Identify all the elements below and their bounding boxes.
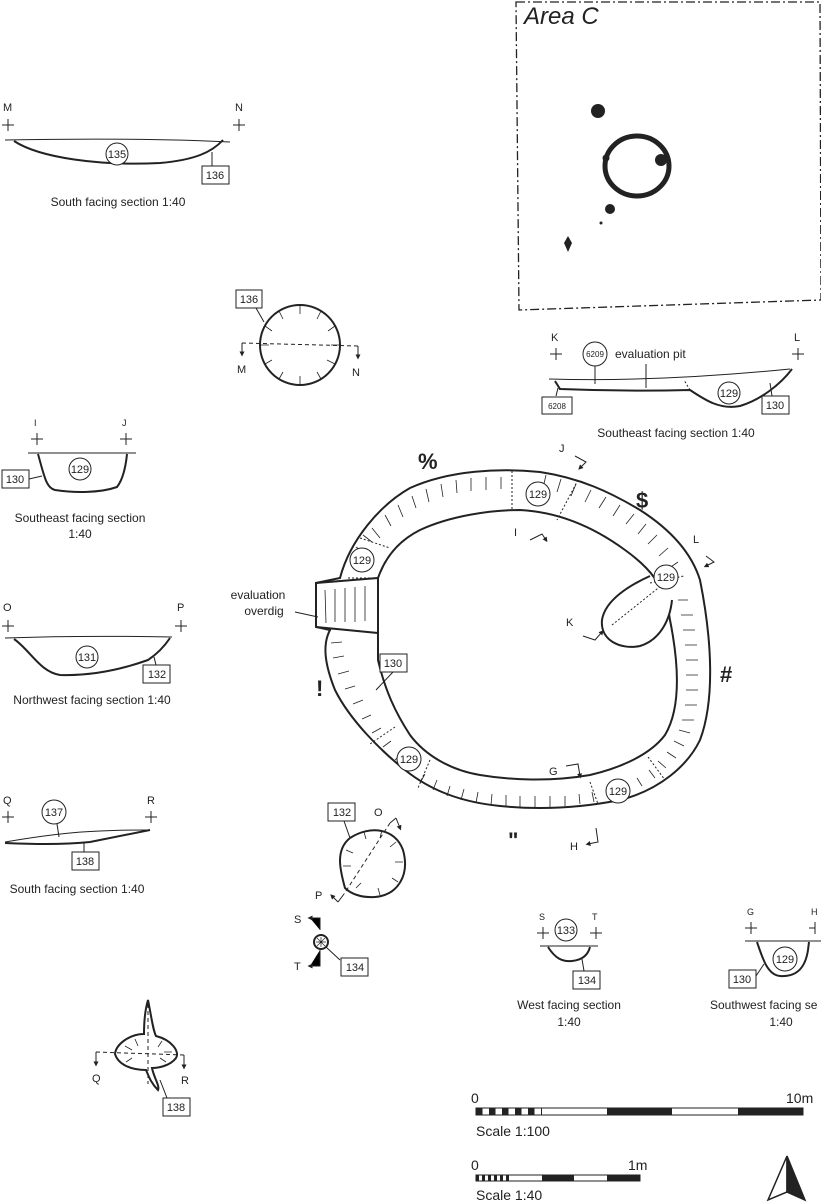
ring-fill-label-1: 129 (529, 489, 547, 501)
pit-136-plan: 136 M N (235, 289, 361, 386)
section-st-caption-2: 1:40 (557, 1015, 581, 1029)
section-qr-right-label: R (147, 795, 155, 807)
section-kl-fill-b-label: 129 (720, 388, 738, 400)
section-ij-cut-label: 130 (6, 474, 24, 486)
section-op-fill-label: 131 (78, 652, 96, 664)
section-ij: I J 129 130 Southeast facing section 1:4… (1, 418, 146, 541)
pit-134-top-label: S (294, 914, 301, 926)
north-arrow-icon (766, 1155, 807, 1202)
section-op-right-label: P (177, 602, 184, 614)
area-c-inset: Area C (515, 1, 821, 311)
section-gh-fill-label: 129 (776, 954, 794, 966)
pit-138-plan: Q R 138 (92, 999, 191, 1117)
section-st: S T 133 134 West facing section 1:40 (517, 912, 621, 1029)
overdig-label-2: overdig (244, 604, 283, 618)
ring-cut-label: 130 (384, 658, 402, 670)
pit-136-cut-label: 136 (240, 294, 258, 306)
section-gh-caption-2: 1:40 (769, 1015, 793, 1029)
section-gh-right-label: H (811, 907, 818, 917)
section-kl-cut-b-label: 130 (766, 400, 784, 412)
section-op-cut-label: 132 (148, 669, 166, 681)
section-kl: K L evaluation pit 6209 6208 129 130 Sou… (541, 332, 804, 440)
pit-134-bottom-label: T (294, 961, 301, 973)
section-st-left-label: S (539, 912, 545, 922)
section-gh-caption-1: Southwest facing se (710, 998, 818, 1012)
section-kl-cut-a-label: 6208 (548, 402, 566, 411)
scale-100-start: 0 (471, 1090, 479, 1106)
ring-fill-label-5: 129 (609, 786, 627, 798)
pit-134-cut-label: 134 (346, 962, 364, 974)
pit-136-left-label: M (237, 364, 246, 376)
section-gh: G H 129 130 Southwest facing se 1:40 (710, 907, 821, 1029)
segment-mark-north: % (418, 449, 438, 474)
ring-section-k: K (566, 617, 574, 629)
area-title: Area C (522, 3, 599, 30)
scale-40-label: Scale 1:40 (476, 1187, 542, 1202)
section-op-left-label: O (3, 602, 12, 614)
section-st-fill-label: 133 (557, 925, 575, 937)
section-st-caption-1: West facing section (517, 998, 621, 1012)
ring-fill-label-3: 129 (657, 572, 675, 584)
section-mn-cut-label: 136 (206, 170, 224, 182)
section-st-right-label: T (592, 912, 598, 922)
pit-138-left-label: Q (92, 1073, 101, 1085)
scale-40-end: 1m (628, 1157, 647, 1173)
pit-132-top-label: O (374, 807, 383, 819)
scale-100-label: Scale 1:100 (476, 1123, 550, 1139)
ring-section-l: L (693, 534, 699, 546)
scale-40-start: 0 (471, 1157, 479, 1173)
segment-mark-south: " (508, 828, 518, 853)
ring-section-h: H (570, 841, 578, 853)
section-ij-fill-label: 129 (71, 464, 89, 476)
section-gh-cut-label: 130 (733, 974, 751, 986)
segment-mark-northeast: $ (636, 488, 648, 513)
overdig-label-1: evaluation (231, 588, 286, 602)
section-qr-left-label: Q (3, 795, 12, 807)
section-op: O P 131 132 Northwest facing section 1:4… (2, 602, 187, 707)
section-kl-left-label: K (551, 332, 559, 344)
section-ij-left-label: I (34, 418, 37, 428)
section-kl-right-label: L (794, 332, 800, 344)
scale-bar-1-40: 0 1m Scale 1:40 (471, 1157, 647, 1202)
section-mn-left-label: M (3, 102, 12, 114)
pit-132-cut-label: 132 (333, 807, 351, 819)
section-ij-caption-1: Southeast facing section (15, 511, 146, 525)
section-mn-caption: South facing section 1:40 (51, 195, 186, 209)
pit-138-right-label: R (181, 1075, 189, 1087)
scale-100-end: 10m (786, 1090, 813, 1106)
section-mn: M N 135 136 South facing section 1:40 (2, 102, 245, 209)
pit-132-plan: 132 O P (315, 802, 406, 903)
ring-section-g: G (549, 766, 558, 778)
ring-ditch-plan: 129 129 129 129 129 130 evaluation overd… (231, 443, 733, 853)
section-qr-fill-label: 137 (45, 807, 63, 819)
section-mn-fill-label: 135 (108, 149, 126, 161)
pit-136-right-label: N (352, 367, 360, 379)
section-kl-caption: Southeast facing section 1:40 (597, 426, 755, 440)
scale-bar-1-100: 0 10m Scale 1:100 (471, 1090, 813, 1139)
section-kl-note: evaluation pit (615, 347, 686, 361)
segment-mark-east: # (720, 662, 732, 687)
section-ij-right-label: J (122, 418, 127, 428)
section-gh-left-label: G (747, 907, 754, 917)
ring-fill-label-4: 129 (400, 754, 418, 766)
section-qr-caption: South facing section 1:40 (10, 882, 145, 896)
pit-138-cut-label: 138 (167, 1102, 185, 1114)
section-ij-caption-2: 1:40 (68, 527, 92, 541)
ring-section-i: I (514, 527, 517, 539)
ring-fill-label-2: 129 (353, 555, 371, 567)
section-mn-right-label: N (235, 102, 243, 114)
section-op-caption: Northwest facing section 1:40 (13, 693, 171, 707)
ring-section-j: J (559, 443, 565, 455)
pit-132-bottom-label: P (315, 890, 322, 902)
section-kl-fill-a-label: 6209 (586, 350, 604, 359)
segment-mark-west: ! (316, 676, 323, 701)
pit-134-plan: S T 134 (294, 914, 369, 977)
section-qr-cut-label: 138 (76, 856, 94, 868)
section-qr: Q R 137 138 South facing section 1:40 (2, 795, 157, 896)
section-st-cut-label: 134 (578, 975, 596, 987)
